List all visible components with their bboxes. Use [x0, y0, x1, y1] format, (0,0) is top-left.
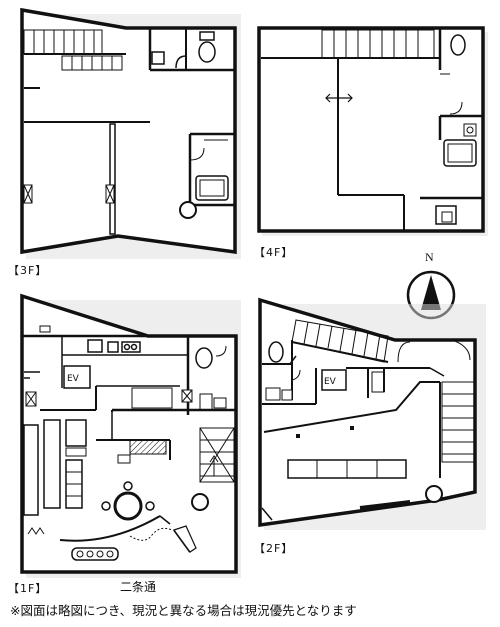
footnote: ※図面は略図につき、現況と異なる場合は現況優先となります — [10, 603, 357, 618]
floor-label-3f: 【3F】 — [8, 264, 48, 277]
double-arrow-icon — [325, 93, 353, 103]
toilet-3f — [148, 28, 235, 72]
staircase-2f-right — [441, 381, 475, 463]
elevator-label-1f: EV — [67, 374, 80, 384]
bathroom-3f — [179, 132, 235, 219]
north-label: N — [425, 250, 434, 264]
staircase-3f — [23, 29, 126, 71]
floor-label-2f: 【2F】 — [254, 542, 294, 555]
elevator-1f: EV — [63, 365, 91, 389]
round-table-1f — [101, 481, 209, 521]
floor-2f-plan: EV — [258, 297, 486, 530]
floor-3f-plan — [20, 7, 241, 259]
staircase-1f — [199, 427, 235, 483]
street-label: 二条通 — [120, 580, 157, 594]
staircase-4f — [321, 29, 435, 59]
floor-4f-plan — [257, 26, 488, 236]
floor-label-1f: 【1F】 — [8, 582, 48, 595]
floor-1f-plan: EV — [20, 293, 241, 578]
floor-label-4f: 【4F】 — [254, 246, 294, 259]
elevator-2f: EV — [321, 369, 347, 391]
elevator-label-2f: EV — [324, 377, 337, 387]
